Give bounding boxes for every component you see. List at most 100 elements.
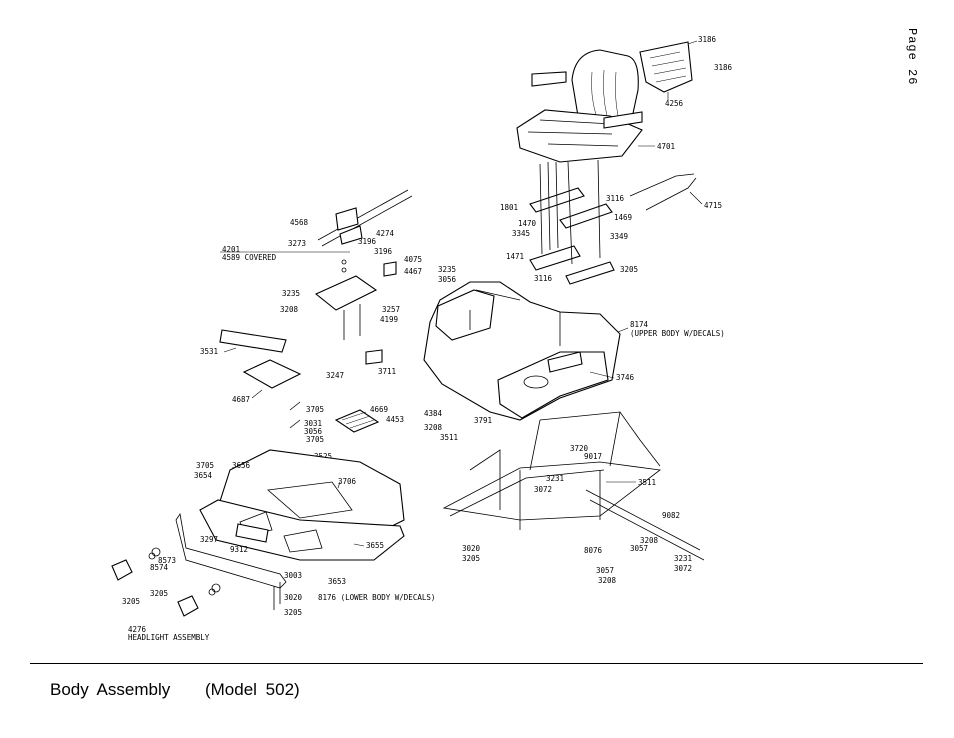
headlight-label-line2: HEADLIGHT ASSEMBLY <box>128 633 210 642</box>
label-3196-b: 3196 <box>374 247 393 256</box>
covered-label: 4201 4589 COVERED <box>222 245 277 262</box>
label-4467: 4467 <box>404 267 422 276</box>
lower-body-label: 8176 (LOWER BODY W/DECALS) <box>318 593 435 602</box>
seat-belt <box>629 173 703 211</box>
label-3116-rail: 3116 <box>534 274 553 283</box>
label-3056-upper: 3056 <box>438 275 457 284</box>
label-3297: 3297 <box>200 535 218 544</box>
label-3208-frame: 3208 <box>424 423 443 432</box>
hinge-label: 3116 <box>606 194 625 203</box>
lower-front-label: 3655 <box>366 541 384 550</box>
label-3720: 3720 <box>570 444 589 453</box>
label-3196: 3196 <box>358 237 377 246</box>
seat-label: 4701 <box>657 142 675 151</box>
rail-label: 3349 <box>610 232 628 241</box>
caption-model: (Model 502) <box>204 680 300 699</box>
label-3345: 3345 <box>512 229 530 238</box>
hinge-c-label: 1469 <box>614 213 632 222</box>
label-3231-rear: 3231 <box>674 554 692 563</box>
covered-label-line2: 4589 COVERED <box>222 253 277 262</box>
page-number: Page 26 <box>905 28 919 86</box>
headlight-label-line1: 4276 <box>128 625 147 634</box>
label-3186-top: 3186 <box>698 35 717 44</box>
label-4453: 4453 <box>386 415 404 424</box>
rear-axle-label-2: 3511 <box>440 433 458 442</box>
label-3057-a: 3057 <box>630 544 648 553</box>
bumper-label: 9312 <box>230 545 248 554</box>
label-3656: 3656 <box>232 461 251 470</box>
label-4075: 4075 <box>404 255 422 264</box>
upper-body-label: 8174 (UPPER BODY W/DECALS) <box>630 320 725 338</box>
label-9017: 9017 <box>584 452 602 461</box>
label-3206-rear: 3208 <box>598 576 617 585</box>
page-caption: Body Assembly (Model 502) <box>50 680 326 700</box>
label-3057-b: 3057 <box>596 566 614 575</box>
rack-label: 4669 <box>370 405 388 414</box>
seat-slide-rails <box>529 159 615 285</box>
label-3273: 3273 <box>288 239 306 248</box>
upper-body-label-line1: 8174 <box>630 320 649 329</box>
label-3705-a: 3705 <box>306 405 324 414</box>
chain-top-label: 4568 <box>290 218 309 227</box>
label-3205-frame: 3205 <box>462 554 480 563</box>
upper-body <box>423 281 629 421</box>
control-cluster <box>220 189 413 365</box>
label-1470: 1470 <box>518 219 537 228</box>
label-4384: 4384 <box>424 409 443 418</box>
seat-cover <box>639 40 698 100</box>
hinge-b-label: 1801 <box>500 203 518 212</box>
label-3020-bumper: 3020 <box>284 593 303 602</box>
lower-panel-label: 3653 <box>328 577 346 586</box>
label-3186-bottom: 3186 <box>714 63 733 72</box>
label-3265: 3205 <box>122 597 140 606</box>
label-3056-small: 3056 <box>304 427 323 436</box>
label-3020-frame: 3020 <box>462 544 481 553</box>
label-3205-headlight: 3205 <box>150 589 168 598</box>
chain-b-label: 4274 <box>376 229 395 238</box>
label-3705-b: 3705 <box>306 435 324 444</box>
label-3705-c: 3705 <box>196 461 214 470</box>
floor-mat-label: 4687 <box>232 395 250 404</box>
small-parts <box>289 401 380 433</box>
upper-body-label-line2: (UPPER BODY W/DECALS) <box>630 329 725 338</box>
body-face-label: 3746 <box>616 373 635 382</box>
plate-label: 3531 <box>200 347 218 356</box>
label-8076: 8076 <box>584 546 603 555</box>
tray-label: 3706 <box>338 477 357 486</box>
covered-label-line1: 4201 <box>222 245 240 254</box>
chassis-frame <box>442 411 705 561</box>
label-3031: 3031 <box>304 419 322 428</box>
lower-body <box>199 449 405 561</box>
headlight-label: 4276 HEADLIGHT ASSEMBLY <box>128 625 210 642</box>
label-8574: 8574 <box>150 563 169 572</box>
label-3205-rail: 3205 <box>620 265 638 274</box>
label-3208-bracket: 3208 <box>640 536 659 545</box>
label-3247: 3247 <box>326 371 344 380</box>
label-3205-bumper: 3205 <box>284 608 302 617</box>
label-3711: 3711 <box>378 367 396 376</box>
label-3231-frame: 3231 <box>546 474 564 483</box>
caption-title: Body Assembly <box>50 680 171 699</box>
bracket-label: 9082 <box>662 511 680 520</box>
rail-b-label: 1471 <box>506 252 524 261</box>
label-3072-frame: 3072 <box>534 485 552 494</box>
label-3235-upper: 3235 <box>438 265 456 274</box>
label-3654: 3654 <box>194 471 213 480</box>
label-3525: 3525 <box>314 452 332 461</box>
label-3072-rear: 3072 <box>674 564 692 573</box>
label-3208-cluster: 3208 <box>280 305 299 314</box>
rear-axle-label: 3511 <box>638 478 656 487</box>
label-3003: 3003 <box>284 571 302 580</box>
bumper-and-headlights <box>111 512 287 617</box>
seat <box>516 49 655 163</box>
label-3257: 3257 <box>382 305 400 314</box>
label-4199: 4199 <box>380 315 398 324</box>
label-3791: 3791 <box>474 416 492 425</box>
label-8573: 8573 <box>158 556 176 565</box>
seat-cover-label: 4256 <box>665 99 684 108</box>
label-3235-cluster: 3235 <box>282 289 300 298</box>
belt-label: 4715 <box>704 201 722 210</box>
footer-divider <box>30 663 923 664</box>
plate-and-mat <box>219 329 302 399</box>
